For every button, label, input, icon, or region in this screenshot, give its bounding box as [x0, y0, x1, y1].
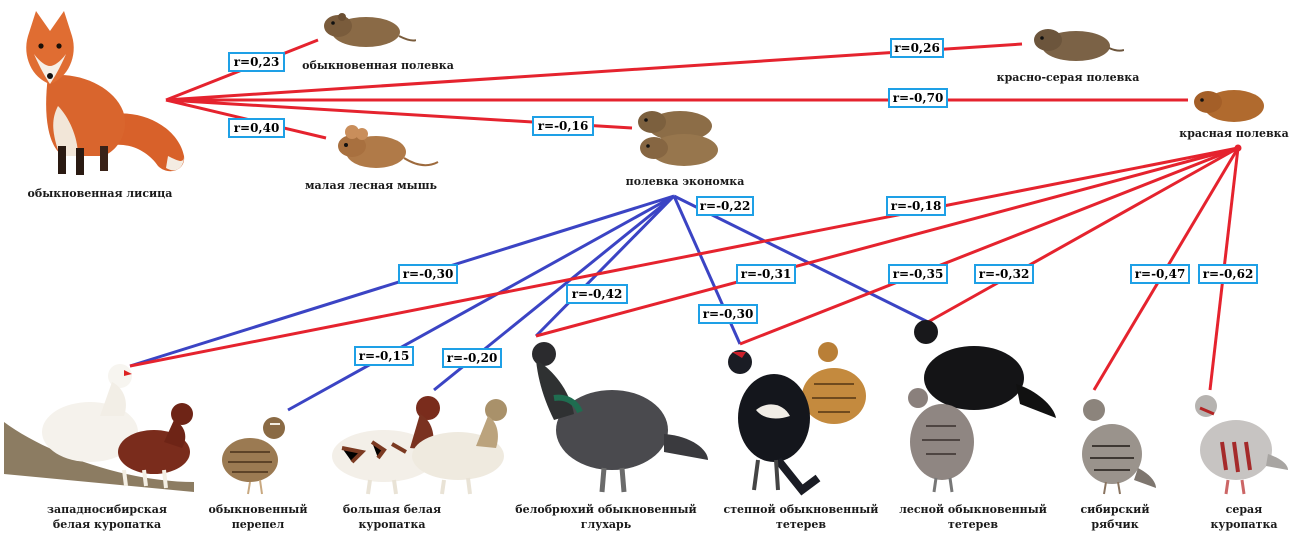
partridge-icon — [1195, 395, 1288, 495]
capercaillie-icon — [532, 342, 708, 493]
node-label-common-vole: обыкновенная полевка — [302, 59, 454, 72]
r-box-red-vole-capercaillie: r=-0,31 — [736, 264, 796, 284]
ptarmigan-pair-icon — [332, 396, 507, 495]
r-box-root-vole-willow-ptarmigan: r=-0,30 — [398, 264, 458, 284]
fox-icon — [26, 11, 185, 175]
link-red_vole-forest_grouse — [927, 146, 1239, 324]
hub-dot-red-vole — [1234, 144, 1242, 152]
node-label-fox: обыкновенная лисица — [27, 187, 173, 200]
r-box-red-vole-grey-partridge: r=-0,62 — [1198, 264, 1258, 284]
vole-icon — [324, 13, 416, 47]
vole-icon — [1034, 29, 1124, 61]
hazel-grouse-icon — [1082, 399, 1156, 495]
quail-icon — [222, 417, 285, 495]
r-box-red-vole-forest-grouse: r=-0,32 — [974, 264, 1034, 284]
node-label-quail: обыкновенный перепел — [208, 503, 308, 531]
r-box-fox-grey-red-vole: r=0,26 — [890, 38, 944, 58]
link-root_vole-capercaillie — [534, 194, 676, 338]
vole-icon — [1194, 90, 1264, 122]
node-label-willow-ptarmigan: западносибирская белая куропатка — [47, 503, 167, 531]
r-box-red-vole-steppe-grouse: r=-0,35 — [888, 264, 948, 284]
node-label-wood-mouse: малая лесная мышь — [305, 179, 437, 192]
node-label-grey-red-vole: красно-серая полевка — [996, 71, 1140, 84]
node-label-root-vole: полевка экономка — [625, 175, 745, 188]
link-fox-grey_red_vole — [165, 42, 1023, 102]
node-label-grey-partridge: серая куропатка — [1210, 503, 1278, 531]
black-grouse-icon — [908, 320, 1056, 493]
r-box-root-vole-forest-grouse: r=-0,22 — [696, 196, 754, 216]
node-label-big-white-ptarmigan: большая белая куропатка — [342, 503, 442, 531]
node-label-red-vole: красная полевка — [1179, 127, 1289, 140]
node-label-hazel-grouse: сибирский рябчик — [1080, 503, 1150, 531]
r-box-red-vole-willow-ptarmigan: r=-0,18 — [886, 196, 946, 216]
r-box-root-vole-big-white-ptarmigan: r=-0,20 — [442, 348, 502, 368]
node-label-forest-grouse: лесной обыкновенный тетерев — [899, 503, 1047, 531]
r-box-fox-wood-mouse: r=0,40 — [228, 118, 285, 138]
r-box-fox-red-vole: r=-0,70 — [888, 88, 948, 108]
r-box-red-vole-hazel-grouse: r=-0,47 — [1130, 264, 1190, 284]
link-red_vole-willow_ptarmigan — [129, 146, 1239, 368]
node-label-capercaillie: белобрюхий обыкновенный глухарь — [515, 503, 697, 531]
vole-pair-icon — [638, 111, 718, 166]
link-red_vole-steppe_grouse — [739, 146, 1239, 346]
link-red_vole-capercaillie — [535, 146, 1239, 338]
r-box-fox-root-vole: r=-0,16 — [532, 116, 594, 136]
black-grouse-icon — [728, 342, 866, 496]
link-root_vole-quail — [287, 194, 675, 412]
node-label-steppe-grouse: степной обыкновенный тетерев — [723, 503, 879, 531]
r-box-root-vole-quail: r=-0,15 — [354, 346, 414, 366]
link-root_vole-forest_grouse — [673, 194, 929, 324]
ptarmigan-icon — [4, 364, 194, 492]
mouse-icon — [338, 125, 439, 168]
r-box-root-vole-capercaillie: r=-0,42 — [566, 284, 628, 304]
r-box-fox-common-vole: r=0,23 — [228, 52, 285, 72]
r-box-root-vole-steppe-grouse: r=-0,30 — [698, 304, 758, 324]
